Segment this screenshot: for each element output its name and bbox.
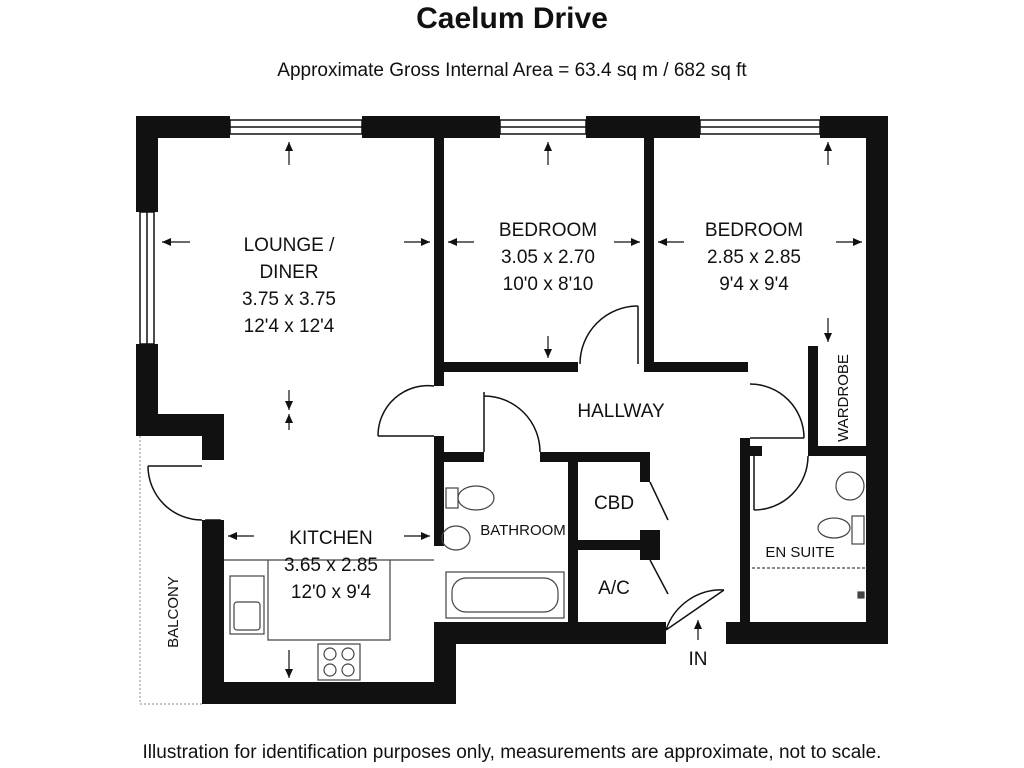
bathroom-fixtures bbox=[441, 485, 565, 619]
bedroom1-metric: 3.05 x 2.70 bbox=[501, 247, 595, 268]
balcony-outline bbox=[139, 436, 202, 705]
dimension-arrows bbox=[162, 142, 862, 678]
ac-name: A/C bbox=[598, 578, 630, 599]
wardrobe-name: WARDROBE bbox=[835, 354, 852, 442]
kitchen-counters bbox=[224, 559, 434, 681]
balcony-name: BALCONY bbox=[165, 576, 182, 648]
en-suite-name: EN SUITE bbox=[765, 544, 834, 561]
lounge-name-line2: DINER bbox=[259, 262, 318, 283]
bedroom2-metric: 2.85 x 2.85 bbox=[707, 247, 801, 268]
lounge-metric: 3.75 x 3.75 bbox=[242, 289, 336, 310]
kitchen-imperial: 12'0 x 9'4 bbox=[291, 582, 372, 603]
bedroom1-imperial: 10'0 x 8'10 bbox=[503, 274, 594, 295]
plan-title: Caelum Drive bbox=[416, 2, 608, 35]
outer-walls bbox=[136, 116, 888, 704]
disclaimer: Illustration for identification purposes… bbox=[142, 742, 882, 763]
area-summary: Approximate Gross Internal Area = 63.4 s… bbox=[277, 60, 747, 81]
kitchen-name: KITCHEN bbox=[289, 528, 372, 549]
bathroom-name: BATHROOM bbox=[480, 522, 566, 539]
lounge-name-line1: LOUNGE / bbox=[244, 235, 336, 256]
doors bbox=[147, 305, 809, 631]
en-suite-fixtures bbox=[752, 471, 866, 599]
interior-walls bbox=[434, 138, 866, 634]
windows bbox=[139, 119, 821, 661]
bedroom1-name: BEDROOM bbox=[499, 220, 597, 241]
kitchen-metric: 3.65 x 2.85 bbox=[284, 555, 378, 576]
hallway-name: HALLWAY bbox=[577, 401, 665, 422]
entrance-label: IN bbox=[689, 649, 708, 670]
bedroom2-name: BEDROOM bbox=[705, 220, 803, 241]
lounge-imperial: 12'4 x 12'4 bbox=[244, 316, 335, 337]
bedroom2-imperial: 9'4 x 9'4 bbox=[719, 274, 789, 295]
cbd-name: CBD bbox=[594, 493, 634, 514]
